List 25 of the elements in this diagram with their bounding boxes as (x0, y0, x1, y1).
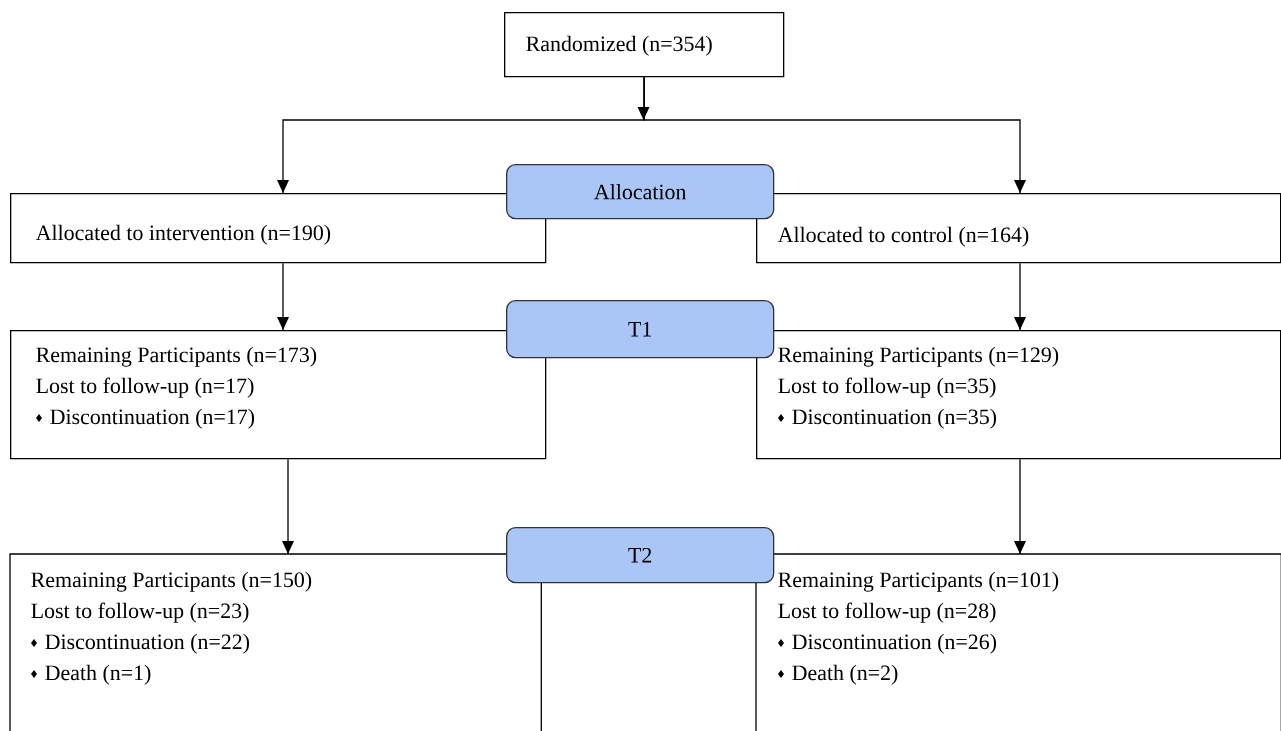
list-item: Discontinuation (n=17) (50, 408, 255, 429)
stage-label: T1 (506, 300, 775, 359)
arrow (637, 76, 650, 121)
arrow (277, 262, 289, 331)
box-text: Remaining Participants (n=101) (778, 571, 1059, 592)
list-item: Discontinuation (n=35) (792, 408, 997, 429)
box-text: Remaining Participants (n=129) (778, 346, 1059, 367)
box-text: Lost to follow-up (n=17) (36, 377, 254, 398)
stage-label: T2 (506, 527, 775, 584)
box-text: Remaining Participants (n=173) (36, 346, 317, 367)
box-text: Allocated to intervention (n=190) (35, 224, 331, 245)
box-text: Lost to follow-up (n=28) (778, 602, 996, 623)
box-text: Remaining Participants (n=150) (31, 571, 312, 592)
box-text: Lost to follow-up (n=23) (31, 602, 249, 623)
arrow (1014, 262, 1026, 331)
list-item: Discontinuation (n=26) (792, 633, 997, 654)
box-text: Lost to follow-up (n=35) (778, 377, 996, 398)
list-item: Death (n=2) (792, 664, 898, 685)
list-item: Death (n=1) (45, 664, 151, 685)
arrow (282, 458, 294, 555)
stage-label: Allocation (506, 164, 775, 220)
box-text: Allocated to control (n=164) (777, 226, 1029, 247)
box-text: Randomized (n=354) (526, 35, 712, 56)
arrow (1014, 458, 1026, 555)
list-item: Discontinuation (n=22) (45, 633, 250, 654)
